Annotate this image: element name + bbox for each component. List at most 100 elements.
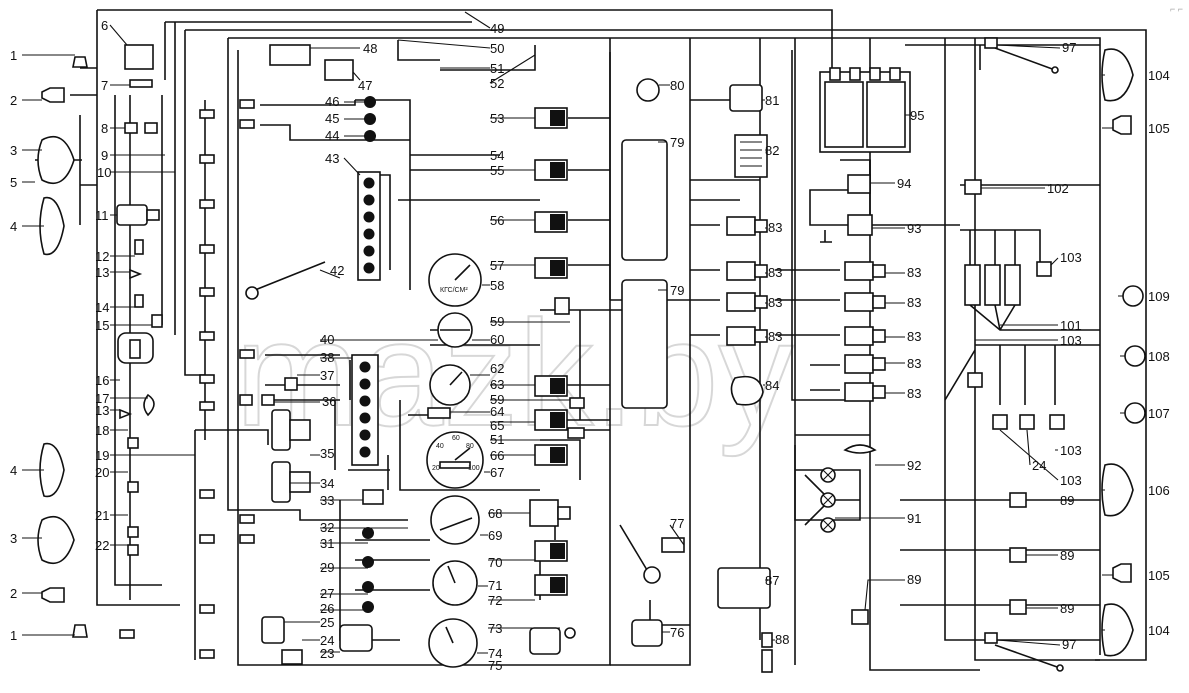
label-42: 42 <box>330 263 344 278</box>
label-3-top: 3 <box>10 143 17 158</box>
speed-tick-5: 100 <box>468 465 480 472</box>
label-89-d: 89 <box>907 572 921 587</box>
label-109: 109 <box>1148 289 1170 304</box>
label-48: 48 <box>363 41 377 56</box>
label-104-top: 104 <box>1148 68 1170 83</box>
label-29: 29 <box>320 560 334 575</box>
pressure-unit: КГС/СМ² <box>440 287 468 294</box>
label-44: 44 <box>325 128 339 143</box>
label-18: 18 <box>95 423 109 438</box>
label-97-top: 97 <box>1062 40 1076 55</box>
label-53: 53 <box>490 111 504 126</box>
label-105-bottom: 105 <box>1148 568 1170 583</box>
label-76: 76 <box>670 625 684 640</box>
label-77: 77 <box>670 516 684 531</box>
label-79-bottom: 79 <box>670 283 684 298</box>
label-35: 35 <box>320 446 334 461</box>
label-103-d: 103 <box>1060 473 1082 488</box>
label-36: 36 <box>322 394 336 409</box>
label-56: 56 <box>490 213 504 228</box>
label-15: 15 <box>95 318 109 333</box>
watermark-text: mazk.by <box>235 289 793 457</box>
label-87: 87 <box>765 573 779 588</box>
label-74: 74 <box>488 646 502 661</box>
label-89-a: 89 <box>1060 493 1074 508</box>
label-92: 92 <box>907 458 921 473</box>
label-108: 108 <box>1148 349 1170 364</box>
label-107: 107 <box>1148 406 1170 421</box>
label-2-bottom: 2 <box>10 586 17 601</box>
label-58: 58 <box>490 278 504 293</box>
label-81: 81 <box>765 93 779 108</box>
label-83-e: 83 <box>907 265 921 280</box>
label-31: 31 <box>320 536 334 551</box>
label-68: 68 <box>488 506 502 521</box>
label-24: 24 <box>320 633 334 648</box>
speed-tick-3: 60 <box>452 435 460 442</box>
label-83-c: 83 <box>768 295 782 310</box>
label-7: 7 <box>101 78 108 93</box>
label-11: 11 <box>95 208 109 223</box>
label-4-bottom: 4 <box>10 463 17 478</box>
label-21: 21 <box>95 508 109 523</box>
label-89-b: 89 <box>1060 548 1074 563</box>
instrument-cluster: КГС/СМ² <box>239 44 484 668</box>
label-83-i: 83 <box>907 386 921 401</box>
label-88: 88 <box>775 632 789 647</box>
label-83-a: 83 <box>768 220 782 235</box>
label-12: 12 <box>95 249 109 264</box>
label-24-right: 24 <box>1032 458 1046 473</box>
label-59-top: 59 <box>490 314 504 329</box>
label-70: 70 <box>488 555 502 570</box>
label-20: 20 <box>95 465 109 480</box>
label-63: 63 <box>490 377 504 392</box>
label-22: 22 <box>95 538 109 553</box>
label-38: 38 <box>320 350 334 365</box>
label-5: 5 <box>10 175 17 190</box>
label-10: 10 <box>97 165 111 180</box>
connectors <box>119 99 255 659</box>
label-14: 14 <box>95 300 109 315</box>
label-51-bottom: 51 <box>490 432 504 447</box>
label-72: 72 <box>488 593 502 608</box>
label-49: 49 <box>490 21 504 36</box>
label-94: 94 <box>897 176 911 191</box>
label-62: 62 <box>490 361 504 376</box>
label-13-top: 13 <box>95 265 109 280</box>
label-103-a: 103 <box>1060 250 1082 265</box>
label-9: 9 <box>101 148 108 163</box>
label-80: 80 <box>670 78 684 93</box>
label-71: 71 <box>488 578 502 593</box>
label-83-d: 83 <box>768 329 782 344</box>
label-101: 101 <box>1060 318 1082 333</box>
label-16: 16 <box>95 373 109 388</box>
label-27: 27 <box>320 586 334 601</box>
label-33: 33 <box>320 493 334 508</box>
relay-group <box>717 67 911 673</box>
label-102: 102 <box>1047 181 1069 196</box>
label-19: 19 <box>95 448 109 463</box>
label-106: 106 <box>1148 483 1170 498</box>
label-1-top: 1 <box>10 48 17 63</box>
label-52: 52 <box>490 76 504 91</box>
label-105-top: 105 <box>1148 121 1170 136</box>
speedometer-ticks: 20 40 60 80 100 <box>432 435 480 472</box>
speed-tick-1: 20 <box>432 465 440 472</box>
leader-lines <box>22 11 1125 666</box>
label-54: 54 <box>490 148 504 163</box>
label-104-bottom: 104 <box>1148 623 1170 638</box>
label-26: 26 <box>320 601 334 616</box>
label-97-bottom: 97 <box>1062 637 1076 652</box>
switch-column <box>427 78 685 655</box>
label-93: 93 <box>907 221 921 236</box>
label-13-bottom: 13 <box>95 403 109 418</box>
label-82: 82 <box>765 143 779 158</box>
label-6: 6 <box>101 18 108 33</box>
label-75: 75 <box>488 658 502 673</box>
label-67: 67 <box>490 465 504 480</box>
label-3-bottom: 3 <box>10 531 17 546</box>
label-91: 91 <box>907 511 921 526</box>
label-89-c: 89 <box>1060 601 1074 616</box>
